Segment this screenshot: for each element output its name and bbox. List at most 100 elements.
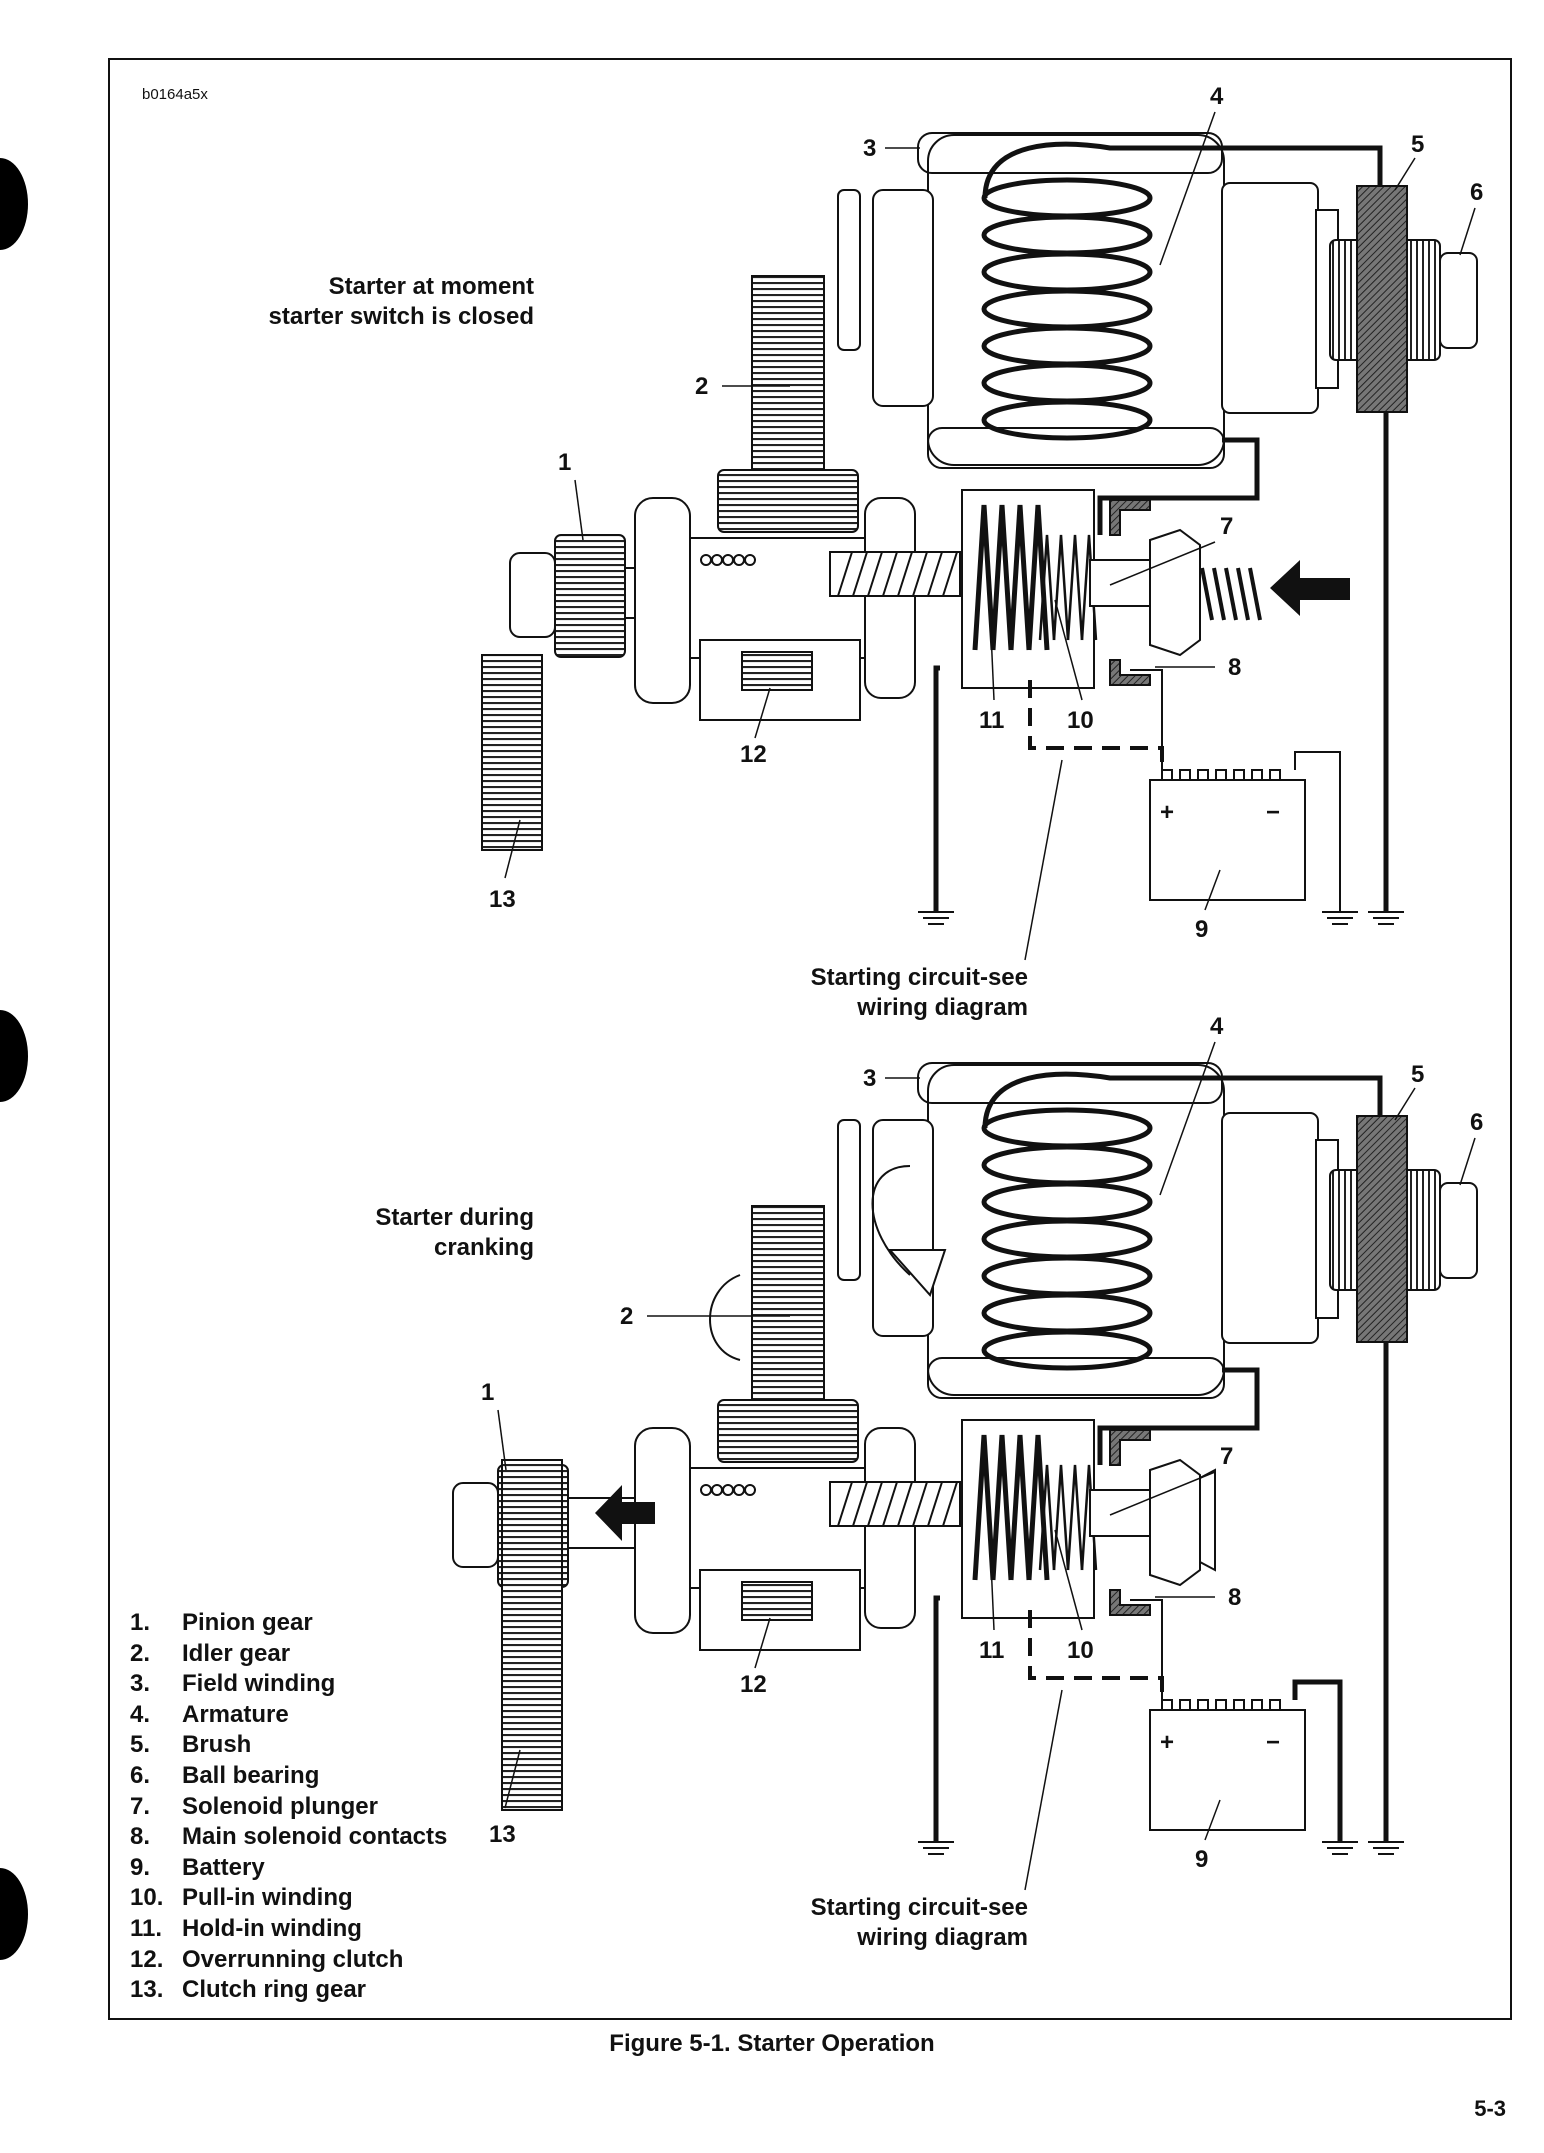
armature-rotation-arrow	[871, 1165, 911, 1276]
callout-number: 2	[620, 1303, 633, 1330]
callout-number: 7	[1220, 513, 1233, 540]
helical-spline	[927, 551, 943, 597]
legend-item: 4.Armature	[130, 1700, 289, 1728]
callout-number: 5	[1411, 1061, 1424, 1088]
battery-cell-cap	[1269, 1699, 1281, 1711]
battery-cell-cap	[1215, 1699, 1227, 1711]
callout-number: 2	[695, 373, 708, 400]
starting-circuit-wire	[1028, 1610, 1164, 1700]
drive-housing-front	[634, 1427, 691, 1634]
helical-spline	[837, 551, 853, 597]
helical-spline	[927, 1481, 943, 1527]
callout-number: 13	[489, 886, 516, 913]
clutch-roller	[722, 1484, 734, 1496]
pull-in-winding-turn	[1066, 1464, 1084, 1571]
clutch-roller	[700, 554, 712, 566]
plunger-spring-compressed	[1199, 1468, 1216, 1572]
circuit-note: Starting circuit-see wiring diagram	[810, 964, 1028, 1021]
solenoid-ground-wire	[933, 665, 940, 912]
main-contact-upper	[1109, 499, 1151, 536]
parts-legend: 1.Pinion gear 2.Idler gear 3.Field windi…	[130, 1608, 447, 2006]
housing-commutator-end	[1221, 1112, 1319, 1344]
clutch-ring-gear	[501, 1459, 563, 1811]
panel-heading: Starter during cranking	[375, 1204, 534, 1261]
callout-leader	[989, 609, 995, 701]
battery	[1149, 779, 1306, 901]
helical-spline	[852, 1481, 868, 1527]
armature-coil-loop	[981, 1329, 1153, 1371]
hold-in-winding-turn	[972, 1434, 996, 1581]
clutch-roller	[711, 554, 723, 566]
pull-in-winding-turn	[1038, 534, 1056, 641]
battery-cell-cap	[1197, 769, 1209, 781]
armature-lead	[982, 141, 1383, 199]
battery-cell-cap	[1251, 769, 1263, 781]
shaft-end	[452, 1482, 499, 1568]
callout-number: 6	[1470, 179, 1483, 206]
figure-frame	[108, 58, 1512, 2020]
field-to-solenoid-wire	[1097, 437, 1260, 535]
helical-spline	[897, 551, 913, 597]
battery-positive-sign: +	[1160, 799, 1174, 826]
callout-leader	[754, 687, 771, 739]
battery-cell-cap	[1161, 769, 1173, 781]
callout-number: 9	[1195, 916, 1208, 943]
legend-item: 13.Clutch ring gear	[130, 1976, 367, 2004]
clutch-roller	[722, 554, 734, 566]
legend-item: 7.Solenoid plunger	[130, 1792, 378, 1820]
clutch-roller	[700, 1484, 712, 1496]
plunger-spring-turn	[1248, 567, 1262, 621]
clutch-roller	[744, 554, 756, 566]
armature-lead	[982, 1071, 1383, 1129]
drive-housing-front	[634, 497, 691, 704]
legend-item: 3.Field winding	[130, 1670, 336, 1698]
hold-in-winding-turn	[990, 1434, 1014, 1581]
clutch-roller	[733, 1484, 745, 1496]
idler-rotation-arrow	[709, 1274, 741, 1361]
main-contact-upper	[1109, 1429, 1151, 1466]
callout-leader	[1159, 111, 1216, 266]
overrunning-clutch	[741, 1581, 813, 1621]
callout-leader	[1459, 207, 1476, 256]
battery-negative-sign: −	[1266, 799, 1280, 826]
housing-commutator-end	[1221, 182, 1319, 414]
battery-cell-cap	[1233, 1699, 1245, 1711]
helical-spline	[867, 1481, 883, 1527]
legend-item: 10.Pull-in winding	[130, 1884, 353, 1912]
hold-in-winding-turn	[972, 504, 996, 651]
hold-in-winding-turn	[1008, 1434, 1032, 1581]
motor-housing	[927, 134, 1225, 466]
plunger-push-arrow	[1270, 560, 1350, 616]
ball-bearing-shape	[1439, 252, 1478, 349]
callout-number: 3	[863, 1065, 876, 1092]
callout-leader	[1054, 1529, 1083, 1631]
legend-item: 11.Hold-in winding	[130, 1914, 362, 1942]
callout-number: 10	[1067, 1637, 1094, 1664]
circuit-note: Starting circuit-see wiring diagram	[810, 1894, 1028, 1951]
callout-number: 13	[489, 1821, 516, 1848]
battery-negative-sign: −	[1266, 1729, 1280, 1756]
helical-spline	[942, 551, 958, 597]
callout-number: 6	[1470, 1109, 1483, 1136]
field-winding-top	[917, 1062, 1223, 1104]
callout-leader	[754, 1617, 771, 1669]
callout-leader	[574, 479, 584, 541]
helical-spline	[852, 551, 868, 597]
starting-circuit-wire	[1028, 680, 1164, 770]
main-contact-lower	[1109, 1589, 1151, 1616]
callout-number: 9	[1195, 1846, 1208, 1873]
callout-leader	[1109, 1471, 1216, 1516]
pinion-engage-arrow	[595, 1485, 655, 1541]
brush	[1356, 185, 1408, 413]
field-winding-top	[917, 132, 1223, 174]
legend-item: 1.Pinion gear	[130, 1609, 313, 1636]
battery-positive-cable	[1130, 669, 1163, 770]
callout-number: 11	[979, 1637, 1004, 1664]
callout-number: 10	[1067, 707, 1094, 734]
pull-in-winding-turn	[1066, 534, 1084, 641]
idler-gear-hub	[717, 1399, 859, 1463]
helical-spline	[897, 1481, 913, 1527]
motor-housing	[927, 1064, 1225, 1396]
plunger-spring-turn	[1200, 567, 1214, 621]
drive-housing-rear	[864, 1427, 916, 1629]
